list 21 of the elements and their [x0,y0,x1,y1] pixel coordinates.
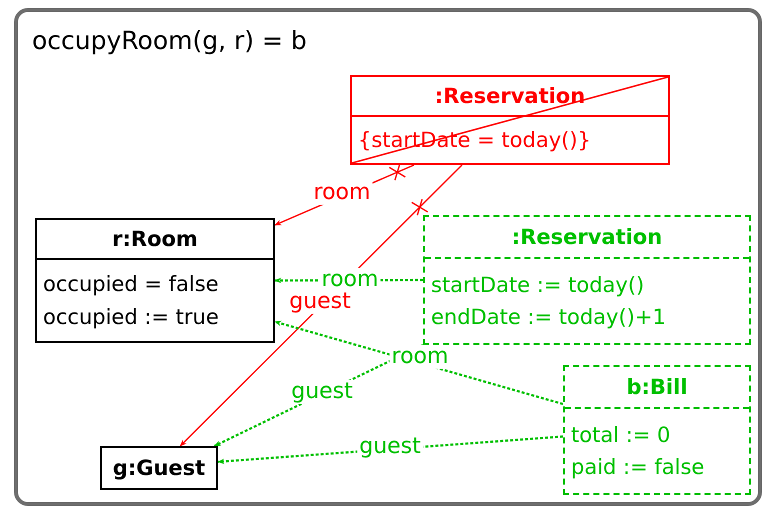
edge-label: guest [289,380,355,404]
object-name: b:Bill [626,375,688,399]
attribute-text: total := 0 [571,422,672,448]
object-name: g:Guest [112,456,206,480]
class-object-box [423,215,751,345]
object-name: :Reservation [512,225,662,249]
attribute-text: occupied := true [43,304,220,330]
object-name: r:Room [112,227,198,251]
class-object-box [563,365,751,495]
attribute-text: startDate := today() [431,272,646,298]
frame-title: occupyRoom(g, r) = b [32,26,307,55]
attribute-text: paid := false [571,454,706,480]
class-object-box [100,446,218,490]
frame-box [14,8,762,506]
edge-label: guest [357,434,423,460]
attribute-text: endDate := today()+1 [431,304,667,330]
class-object-box [35,218,275,343]
object-name: :Reservation [434,84,586,108]
attribute-text: occupied = false [43,271,220,298]
edge-label: guest [287,290,353,314]
edge-label: room [320,268,380,292]
